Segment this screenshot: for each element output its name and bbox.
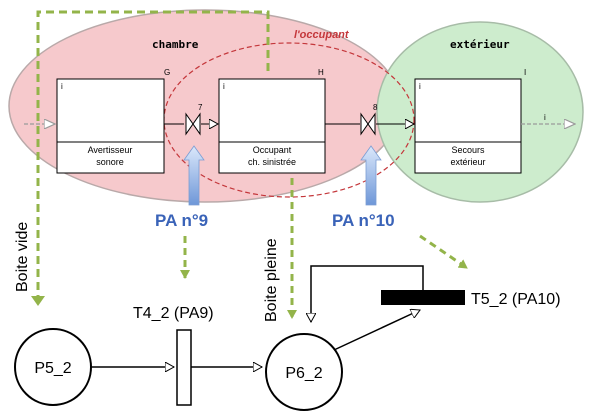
annotation-boite-pleine: Boite pleine [263,238,280,322]
transition-t4: T4_2 (PA9) [133,305,214,406]
avertisseur-label-2: sonore [96,157,124,167]
valve-7-number: 7 [198,103,203,112]
block-occupant: i H Occupant ch. sinistrée [218,68,326,174]
occupant-tag: H [318,68,324,77]
occupant-label-1: Occupant [253,145,292,155]
green-arrowhead-boite-vide [31,296,45,306]
arc-p6-t5 [333,310,420,351]
place-p6-label: P6_2 [285,365,322,382]
occupant-port: i [223,82,225,91]
place-p5-label: P5_2 [34,360,71,377]
block-secours: i I Secours extérieur [414,68,526,174]
block-avertisseur: i G Avertisseur sonore [56,68,170,174]
output-port: i [544,113,546,122]
valve-8: 8 [360,103,378,136]
secours-label-2: extérieur [450,157,485,167]
avertisseur-tag: G [164,68,170,77]
secours-port: i [419,82,421,91]
avertisseur-port: i [61,82,63,91]
secours-label-1: Secours [451,145,485,155]
valve-7: 7 [185,103,203,136]
valve-8-number: 8 [373,103,378,112]
pa9-label: PA n°9 [155,211,208,230]
pa9-pointer-arrow [183,145,205,206]
occupant-label-2: ch. sinistrée [248,157,296,167]
green-pointer-pa10 [419,234,468,270]
transition-t5: T5_2 (PA10) [381,290,561,308]
avertisseur-label-1: Avertisseur [88,145,133,155]
zone-label-exterieur: extérieur [450,38,510,51]
secours-tag: I [524,68,526,77]
annotation-boite-vide: Boite vide [14,222,31,292]
green-route-top [36,10,270,303]
zone-label-chambre: chambre [152,38,199,51]
pa10-pointer-arrow [360,145,382,206]
transition-t5-label: T5_2 (PA10) [471,291,561,308]
arc-t5-p6 [311,265,424,322]
place-p5: P5_2 [14,328,92,406]
place-p6: P6_2 [265,333,343,411]
transition-t4-label: T4_2 (PA9) [133,305,214,322]
pa10-label: PA n°10 [332,211,395,230]
zone-label-occupant: l'occupant [294,29,350,41]
